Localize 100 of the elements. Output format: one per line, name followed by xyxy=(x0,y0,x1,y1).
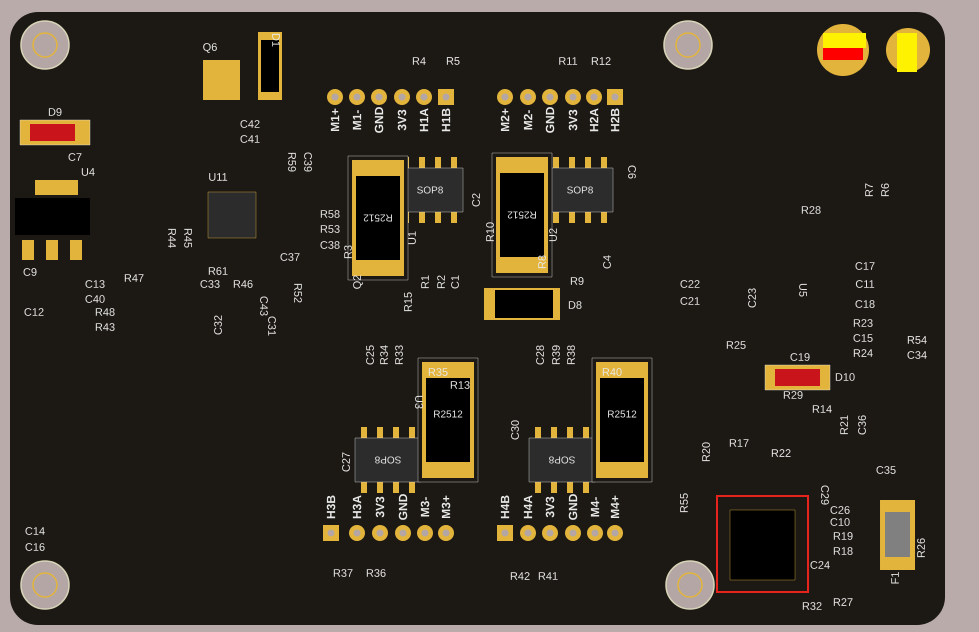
pin-label: 3V3 xyxy=(546,496,554,518)
component-label: C11 xyxy=(856,280,874,288)
component-label: C10 xyxy=(830,518,850,526)
component-label: U4 xyxy=(82,168,95,176)
chip-marking: R2512 xyxy=(434,410,462,418)
component-label: R41 xyxy=(538,572,558,580)
pin-label: M1- xyxy=(352,110,362,130)
component-label: C33 xyxy=(200,280,220,288)
component-label: D10 xyxy=(836,373,855,381)
component-label: D9 xyxy=(48,108,62,116)
chip-marking: R2512 xyxy=(364,214,392,222)
pin-label: M3- xyxy=(420,497,430,517)
pin-label: 3V3 xyxy=(568,110,578,130)
pin-label: 3V3 xyxy=(376,496,384,518)
component-label: R3 xyxy=(344,245,352,258)
pin-label: GND xyxy=(398,494,408,520)
component-label: C2 xyxy=(472,194,480,206)
component-label: C39 xyxy=(304,152,312,172)
chip-marking: SOP8 xyxy=(417,186,443,194)
component-label: R1 xyxy=(421,276,429,288)
pin-label: H1A xyxy=(420,108,428,132)
chip-marking: SOP8 xyxy=(549,456,575,464)
component-label: C12 xyxy=(24,308,44,316)
component-label: R6 xyxy=(881,183,889,196)
component-label: R11 xyxy=(559,57,578,65)
component-label: R24 xyxy=(854,349,873,357)
component-label: C28 xyxy=(536,345,544,365)
component-label: R36 xyxy=(366,569,386,577)
component-label: C31 xyxy=(268,316,276,336)
chip-marking: R2512 xyxy=(608,410,636,418)
component-label: C42 xyxy=(240,120,260,128)
component-label: R33 xyxy=(395,345,403,364)
component-label: C23 xyxy=(748,288,756,308)
component-label: R32 xyxy=(802,602,822,610)
component-label: C26 xyxy=(830,506,850,514)
component-label: R14 xyxy=(812,405,832,413)
component-label: R8 xyxy=(538,255,546,268)
component-label: C17 xyxy=(855,262,875,270)
pin-label: M2+ xyxy=(500,108,510,132)
pin-label: M1+ xyxy=(330,108,340,132)
component-label: R42 xyxy=(510,572,530,580)
component-label: R12 xyxy=(592,57,611,65)
pin-label: H1B xyxy=(442,108,450,132)
component-label: C22 xyxy=(680,280,700,288)
pin-label: H3A xyxy=(352,495,362,518)
component-label: C37 xyxy=(280,253,300,261)
component-label: R59 xyxy=(288,152,296,172)
component-label: R35 xyxy=(428,368,448,376)
component-label: R17 xyxy=(730,439,749,447)
chip-marking: SOP8 xyxy=(375,456,401,464)
component-label: C29 xyxy=(821,485,829,505)
pin-label: GND xyxy=(568,494,578,520)
component-label: R47 xyxy=(124,274,144,282)
component-label: U2 xyxy=(549,228,557,242)
component-label: R55 xyxy=(680,493,688,512)
component-label: C19 xyxy=(790,353,810,361)
component-label: C32 xyxy=(214,315,222,335)
component-label: R53 xyxy=(320,225,340,233)
component-label: R58 xyxy=(320,210,340,218)
component-label: R54 xyxy=(908,336,927,344)
component-label: R13 xyxy=(450,381,470,389)
component-label: U5 xyxy=(799,284,807,297)
chip-marking: SOP8 xyxy=(567,186,593,194)
component-label: C38 xyxy=(320,241,340,249)
component-label: R2 xyxy=(437,276,445,288)
component-label: R28 xyxy=(802,206,821,214)
component-label: R5 xyxy=(446,57,460,65)
component-label: R29 xyxy=(784,391,803,399)
component-label: R15 xyxy=(404,292,412,312)
component-label: U1 xyxy=(408,232,416,244)
pin-label: H3B xyxy=(326,496,336,518)
component-label: R9 xyxy=(570,277,584,285)
component-label: R37 xyxy=(334,569,353,577)
component-label: R21 xyxy=(840,415,848,434)
component-label: C43 xyxy=(260,296,268,316)
component-label: R25 xyxy=(726,341,746,349)
component-label: R4 xyxy=(412,57,426,65)
component-label: C24 xyxy=(810,561,830,569)
pin-label: GND xyxy=(546,107,554,133)
pin-label: GND xyxy=(374,107,384,133)
component-label: C30 xyxy=(511,420,519,440)
component-label: C41 xyxy=(240,135,260,143)
component-label: C6 xyxy=(628,166,636,179)
component-label: C1 xyxy=(451,276,459,288)
component-label: R18 xyxy=(834,547,853,555)
chip-marking: R2512 xyxy=(508,211,536,219)
component-label: C21 xyxy=(680,297,700,305)
component-label: C7 xyxy=(68,153,82,161)
component-label: F1 xyxy=(891,572,899,584)
component-label: C15 xyxy=(853,334,873,342)
component-label: R38 xyxy=(567,345,575,364)
component-label: R43 xyxy=(96,323,115,331)
component-label: C25 xyxy=(366,345,374,365)
component-label: C16 xyxy=(25,543,45,551)
component-label: R20 xyxy=(702,442,710,462)
component-label: R44 xyxy=(168,228,176,248)
component-label: R52 xyxy=(294,284,302,303)
component-label: R48 xyxy=(96,308,115,316)
component-label: C34 xyxy=(907,351,927,359)
component-label: R23 xyxy=(854,319,873,327)
